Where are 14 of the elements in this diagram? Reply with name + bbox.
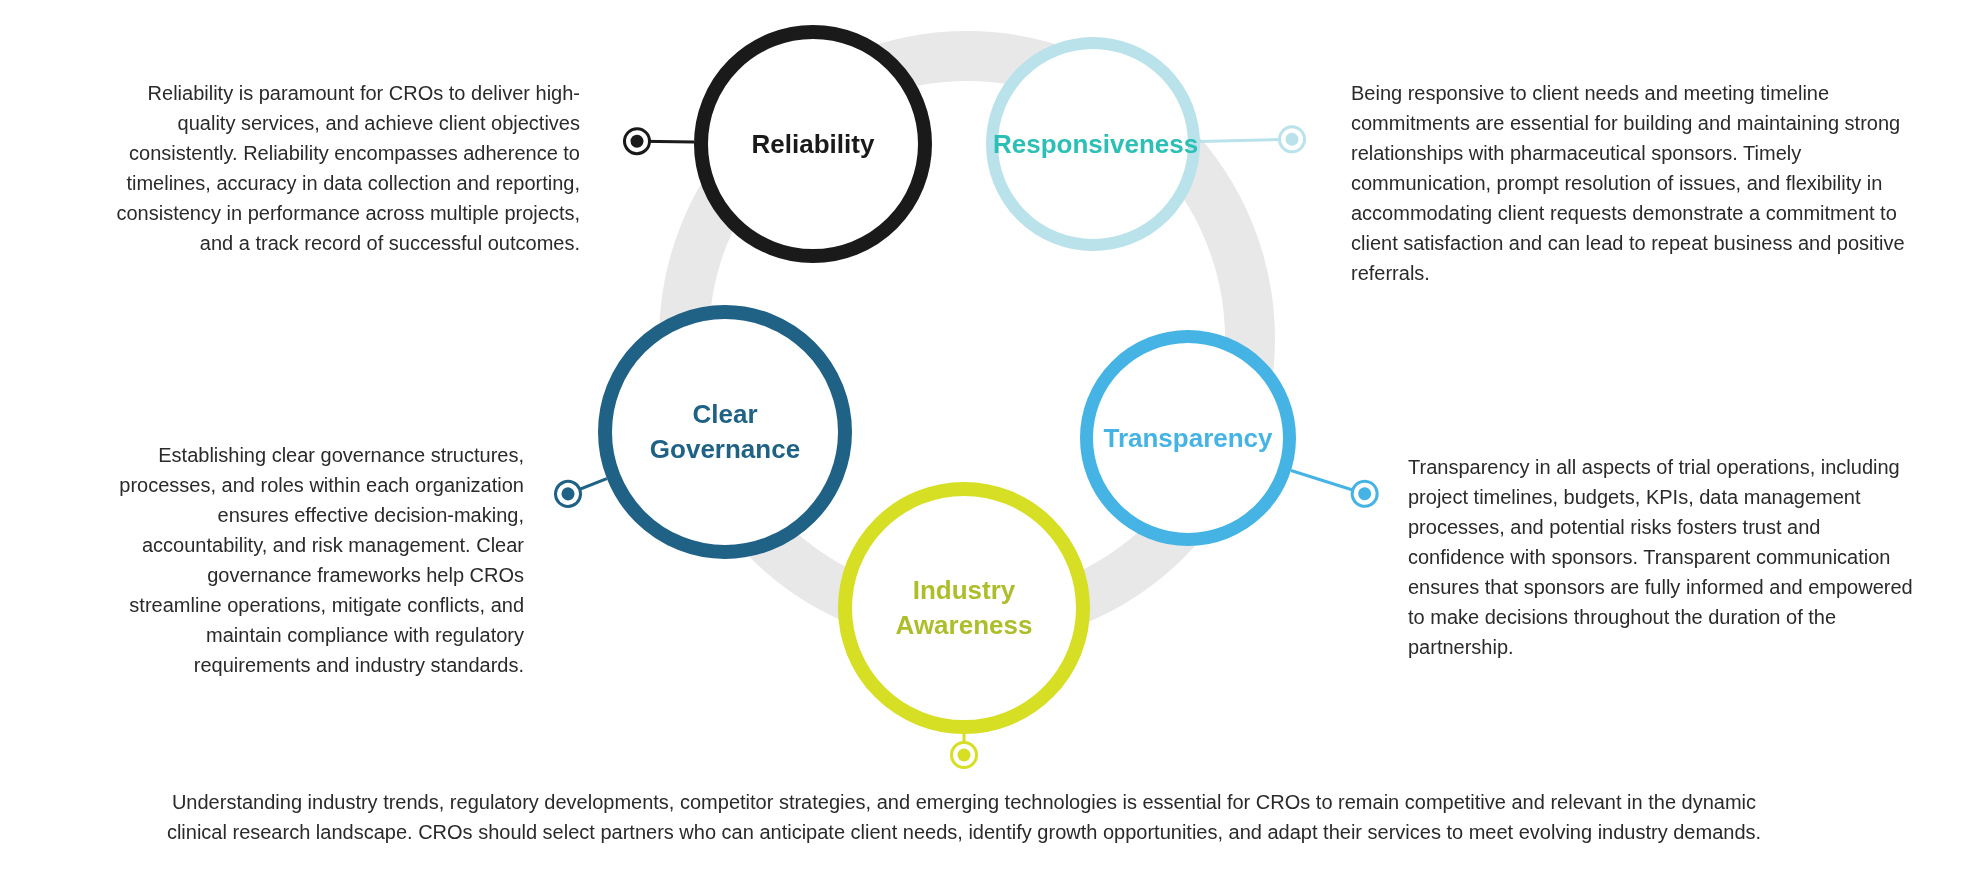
leader-line	[1290, 469, 1379, 508]
leader-line	[622, 127, 695, 156]
leader-line	[1199, 125, 1307, 154]
node-title: Clear Governance	[648, 398, 802, 466]
node-title: Industry Awareness	[894, 574, 1034, 642]
description-text: Understanding industry trends, regulatory developments, competitor strategies, and emerging technologies is essential for CROs to remain competitive and relevant in the dynamic clinical research landscape. CROs should select partners who can anticipate client needs, identify growth opportunities, and adapt their services to meet evolving industry demands.	[160, 769, 1768, 847]
node-title: Reliability	[751, 127, 875, 161]
leader-line	[554, 477, 608, 508]
description-text: Reliability is paramount for CROs to deliver high-quality services, and achieve client objectives consistently. Reliability encompasses adherence to timelines, accuracy in data collection and reporting, consistency in performance across multiple projects, and a track record of successful outcomes.	[94, 78, 623, 258]
leader-line	[950, 734, 978, 769]
node-title: Transparency	[1103, 421, 1273, 455]
description-text: Transparency in all aspects of trial operations, including project timelines, budgets, KPIs, data management processes, and potential risks fosters trust and confidence with sponsors. Transparent communication ensures that sponsors are fully informed and empowered to make decisions throughout the duration of the partnership.	[1378, 452, 1918, 662]
description-text: Establishing clear governance structures, processes, and roles within each organization ensures effective decision-making, accountability, and risk management. Clear governance frameworks help CROs streamline operations, mitigate conflicts, and maintain compliance with regulatory requirements and industry standards.	[110, 440, 555, 680]
description-text: Being responsive to client needs and meeting timeline commitments are essential for building and maintaining strong relationships with pharmaceutical sponsors. Timely communication, prompt resolution of issues, and flexibility in accommodating client requests demonstrate a commitment to client satisfaction and can lead to repeat business and positive referrals.	[1306, 78, 1926, 288]
